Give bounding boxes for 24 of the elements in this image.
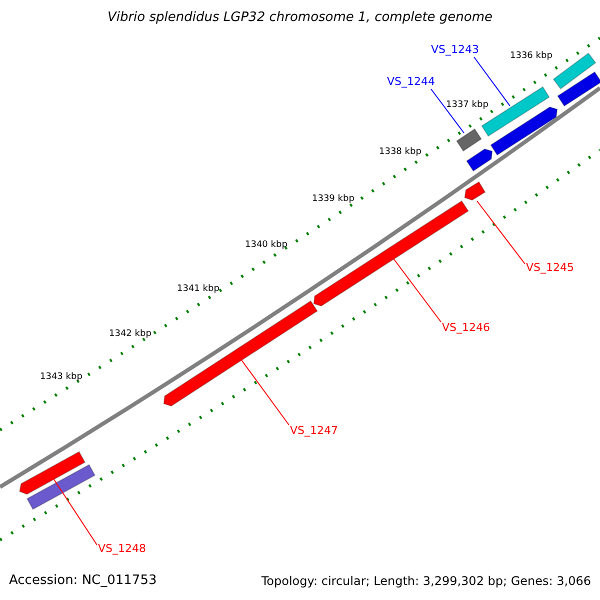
gene-label: VS_1248: [98, 543, 146, 554]
leader-line: [476, 200, 526, 264]
scale-label: 1337 kbp: [446, 101, 488, 110]
leader-line: [240, 358, 290, 426]
gene-feature: [464, 181, 486, 201]
leader-line: [474, 56, 510, 106]
leader-line: [52, 478, 98, 546]
leader-line: [392, 258, 442, 322]
gene-label: VS_1245: [526, 262, 574, 273]
scale-label: 1338 kbp: [379, 148, 422, 157]
gene-label: VS_1247: [290, 425, 338, 436]
gene-feature: [163, 300, 318, 407]
gene-feature: [19, 451, 86, 495]
leader-line: [430, 88, 464, 134]
gene-label: VS_1244: [387, 76, 436, 87]
scale-label: 1342 kbp: [109, 330, 152, 339]
genome-info-text: Topology: circular; Length: 3,299,302 bp; Genes: 3,066: [260, 575, 591, 587]
accession-text: Accession: NC_011753: [9, 574, 157, 587]
title: Vibrio splendidus LGP32 chromosome 1, complete genome: [106, 11, 494, 24]
scale-label: 1339 kbp: [312, 195, 354, 204]
gene-feature: [456, 128, 482, 152]
gene-label: VS_1243: [431, 44, 480, 55]
gene-label: VS_1246: [442, 322, 490, 333]
scale-label: 1343 kbp: [40, 373, 82, 382]
